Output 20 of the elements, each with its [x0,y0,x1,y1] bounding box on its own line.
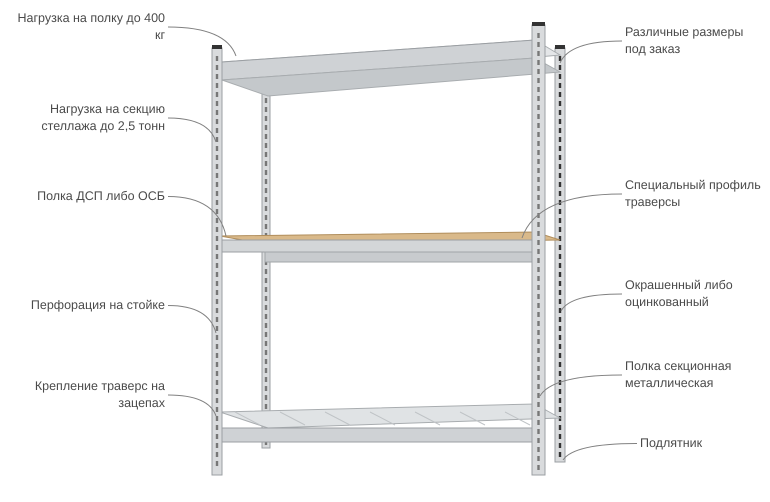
callout-text: Окрашенный либо оцинкованный [625,277,734,311]
leader-line [168,118,216,142]
callout-text: Полка ДСП либо ОСБ [36,188,165,205]
leader-line [168,394,216,416]
leader-line [560,40,622,64]
leader-line [562,443,638,460]
callout-text: Крепление траверс на зацепах [34,378,165,412]
leader-line [168,26,236,56]
leader-line [540,374,622,396]
callout-text: Специальный профиль траверсы [625,177,762,211]
callout-text: Перфорация на стойке [30,297,165,314]
callout-text: Нагрузка на полку до 400 кг [16,10,165,44]
leader-line [560,294,622,312]
leader-line [168,305,216,334]
callout-text: Различные размеры под заказ [625,24,744,58]
leader-line [168,196,226,236]
leader-line [522,194,622,238]
callout-text: Полка секционная металлическая [625,358,732,392]
callout-text: Нагрузка на секцию стеллажа до 2,5 тонн [40,101,165,135]
callout-text: Подлятник [640,435,704,452]
